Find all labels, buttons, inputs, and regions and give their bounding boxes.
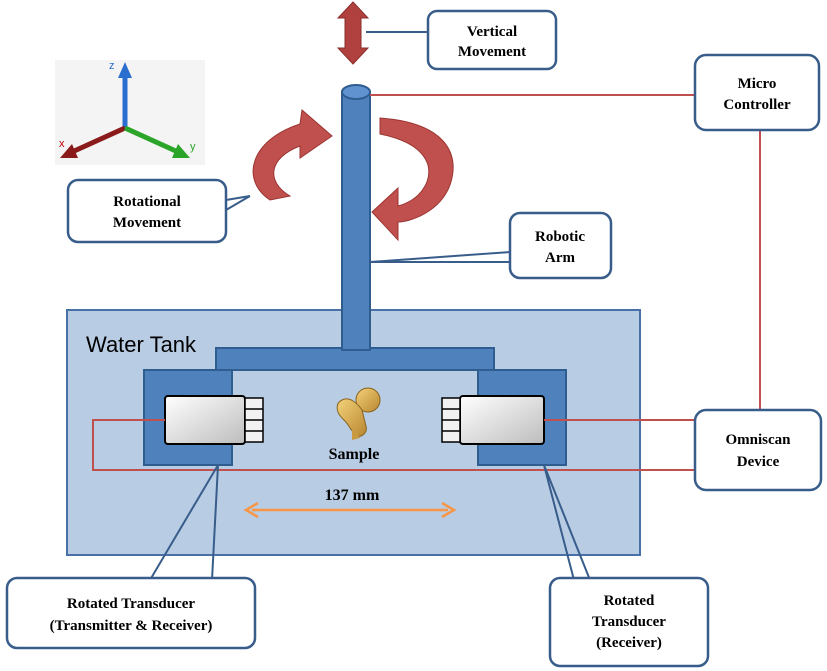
micro-controller-line1: Micro — [738, 76, 777, 92]
callout-robotic-arm: Robotic Arm — [508, 211, 613, 280]
omniscan-device-line1: Omniscan — [725, 432, 791, 448]
callout-micro-controller: Micro Controller — [693, 53, 821, 132]
pointer-right-transducer-b — [543, 464, 591, 581]
vertical-movement-line2: Movement — [458, 44, 526, 60]
callout-rotational-movement: Rotational Movement — [66, 178, 228, 244]
pointer-left-transducer-b — [211, 464, 219, 581]
distance-arrow — [243, 501, 457, 519]
sample-label: Sample — [329, 446, 380, 463]
rotational-movement-line1: Rotational — [113, 194, 181, 210]
z-axis-label: z — [109, 60, 115, 72]
y-axis-label: y — [190, 141, 196, 153]
rotated-transducer-left-line1: Rotated Transducer — [67, 596, 196, 612]
micro-controller-line2: Controller — [723, 97, 791, 113]
robotic-arm-top — [341, 84, 371, 100]
rotation-arrow-left — [252, 109, 333, 201]
callout-vertical-movement: Vertical Movement — [426, 9, 558, 71]
rotational-movement-line2: Movement — [113, 215, 181, 231]
callout-pointers — [149, 31, 591, 581]
left-transducer — [164, 395, 264, 445]
robotic-arm-rod — [341, 91, 371, 351]
omniscan-device-line2: Device — [737, 454, 780, 470]
y-axis — [123, 125, 180, 155]
pointer-rotational-b — [225, 195, 251, 211]
vertical-movement-line1: Vertical — [467, 24, 517, 40]
crossbar — [215, 347, 495, 371]
x-axis — [70, 125, 127, 155]
callout-omniscan-device: Omniscan Device — [693, 408, 823, 492]
rotated-transducer-right-line2: Transducer — [592, 614, 666, 630]
robotic-arm-line2: Arm — [545, 250, 575, 266]
robotic-arm-line1: Robotic — [535, 229, 585, 245]
rotation-arrow-right — [371, 117, 454, 242]
wiring — [92, 94, 761, 471]
rotated-transducer-right-line1: Rotated — [604, 593, 655, 609]
rotated-transducer-left-line2: (Transmitter & Receiver) — [50, 618, 213, 634]
pointer-rotational-a — [225, 195, 251, 201]
pointer-left-transducer-a — [149, 464, 219, 581]
distance-label: 137 mm — [325, 487, 380, 504]
x-axis-arrowhead — [60, 144, 78, 158]
water-tank-label: Water Tank — [86, 332, 197, 357]
rotated-transducer-right-line3: (Receiver) — [596, 635, 662, 651]
sample-bone — [336, 387, 381, 440]
pointer-right-transducer-a — [543, 464, 575, 581]
axes-indicator: z x y — [55, 60, 205, 165]
right-transducer — [441, 395, 545, 445]
pointer-robotic-arm-a — [369, 251, 511, 263]
wire-left-transducer — [92, 419, 695, 471]
y-axis-arrowhead — [172, 144, 190, 158]
x-axis-label: x — [59, 138, 65, 150]
callout-rotated-transducer-left: Rotated Transducer (Transmitter & Receiv… — [5, 576, 257, 650]
callout-rotated-transducer-right: Rotated Transducer (Receiver) — [548, 576, 710, 668]
vertical-movement-arrow — [336, 1, 370, 65]
z-axis-arrowhead — [118, 62, 132, 78]
